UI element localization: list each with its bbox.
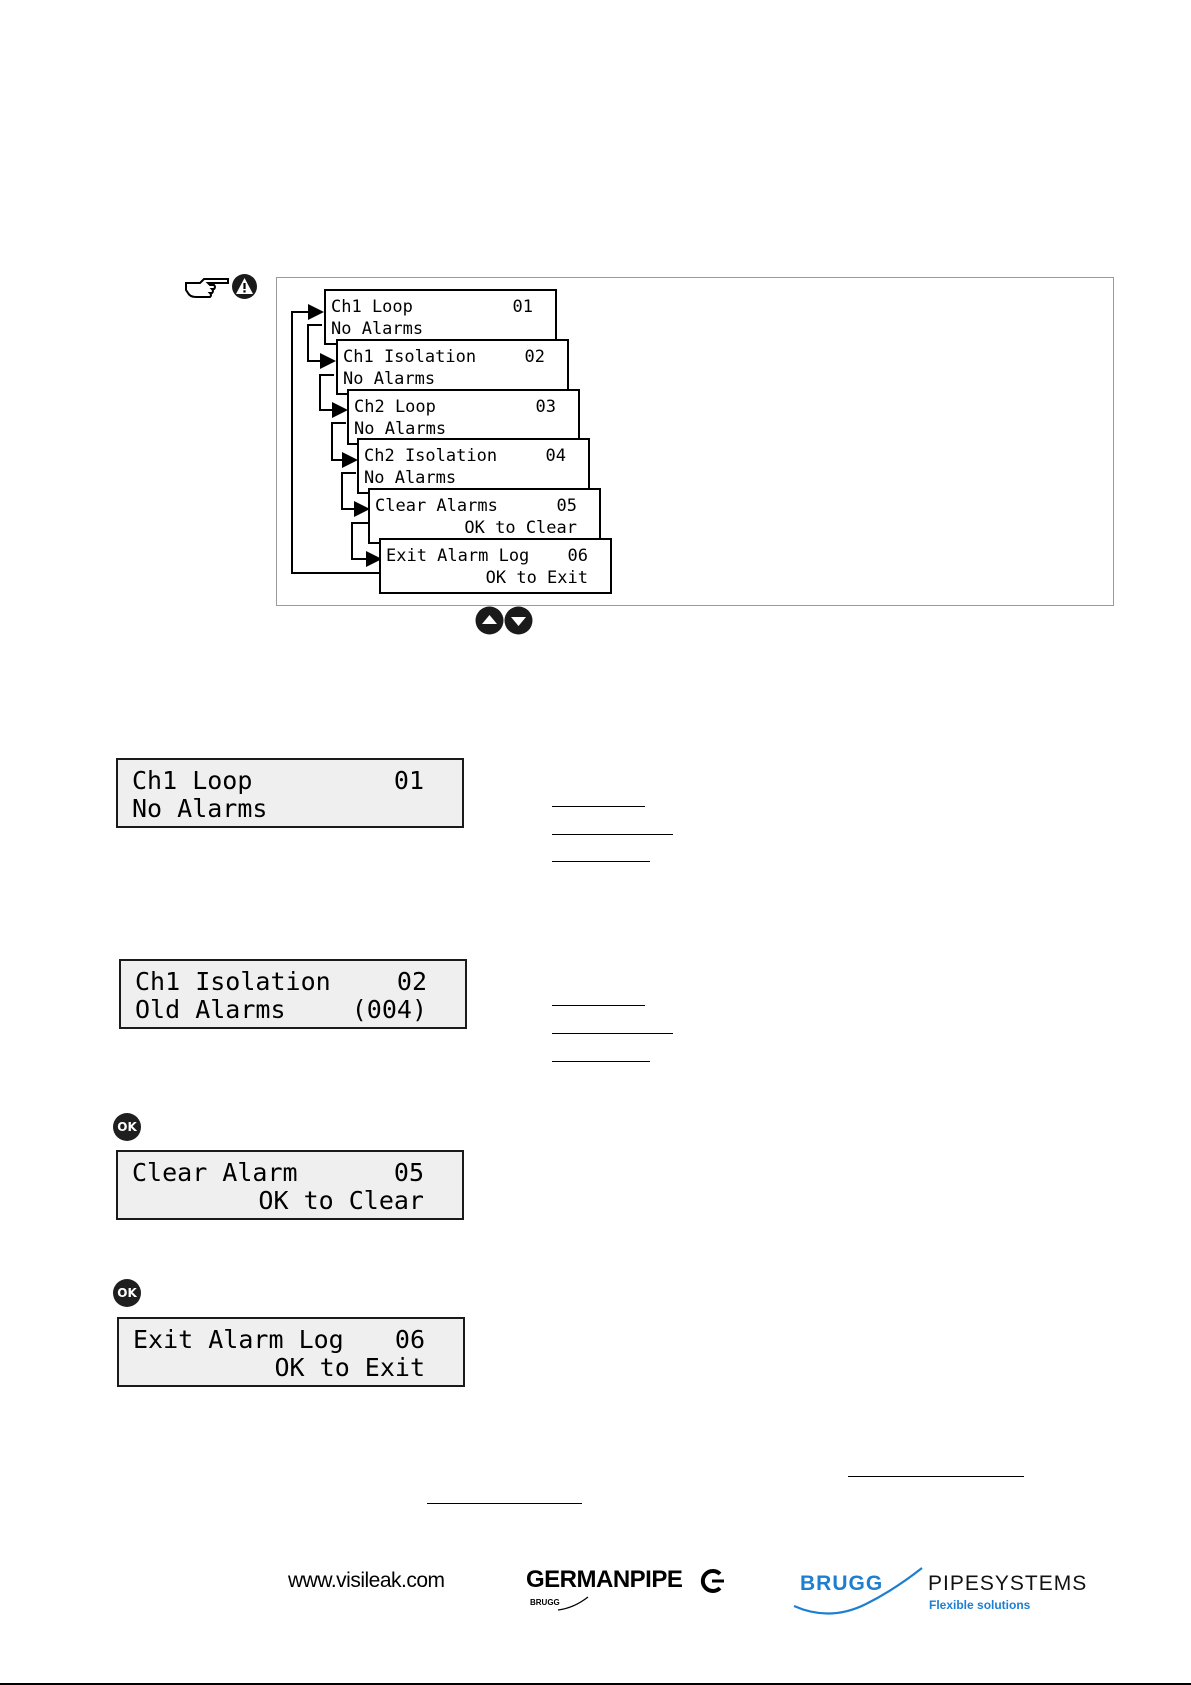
up-arrow-icon	[475, 606, 504, 635]
underline-blank	[552, 1005, 645, 1006]
card-title: Clear Alarms	[375, 496, 498, 516]
underline-blank	[552, 806, 645, 807]
card-number: 06	[567, 546, 588, 566]
underline-blank	[552, 1061, 650, 1062]
germanpipe-sub: BRUGG	[530, 1598, 560, 1607]
menu-card-clear-alarms: Clear Alarms 05 OK to Clear	[368, 488, 601, 544]
card-action: OK to Exit	[485, 568, 588, 588]
underline-blank	[552, 834, 673, 835]
underline-blank	[427, 1503, 582, 1504]
brugg-pipesystems-logo: BRUGG PIPESYSTEMS Flexible solutions	[790, 1566, 1110, 1618]
lcd-number: 06	[394, 1325, 425, 1354]
lcd-display-exit-alarm-log: Exit Alarm Log 06 OK to Exit	[117, 1317, 465, 1387]
menu-flow-diagram	[276, 277, 1114, 606]
card-status: No Alarms	[354, 419, 447, 439]
lcd-action: OK to Clear	[258, 1186, 424, 1215]
card-action: OK to Clear	[464, 518, 577, 538]
brugg-tagline: Flexible solutions	[929, 1598, 1031, 1612]
card-status: No Alarms	[343, 369, 436, 389]
underline-blank	[552, 1033, 673, 1034]
down-arrow-icon	[504, 606, 533, 635]
ok-button-icon: OK	[113, 1279, 141, 1307]
page-bottom-rule	[0, 1683, 1191, 1685]
website-url[interactable]: www.visileak.com	[288, 1569, 445, 1592]
pipesystems-wordmark: PIPESYSTEMS	[928, 1572, 1088, 1595]
card-title: Exit Alarm Log	[386, 546, 530, 566]
lcd-display-clear-alarm: Clear Alarm 05 OK to Clear	[116, 1150, 464, 1220]
lcd-title: Exit Alarm Log	[133, 1325, 344, 1354]
germanpipe-logo: GERMANPIPE BRUGG	[526, 1566, 731, 1616]
lcd-number: 02	[396, 967, 427, 996]
brugg-wordmark: BRUGG	[800, 1572, 884, 1595]
lcd-status: No Alarms	[132, 794, 268, 823]
lcd-number: 01	[393, 766, 424, 795]
card-number: 01	[512, 297, 533, 317]
germanpipe-wordmark: GERMANPIPE	[526, 1566, 683, 1593]
lcd-number: 05	[393, 1158, 424, 1187]
card-title: Ch2 Loop	[354, 397, 436, 417]
menu-card-exit-alarm-log: Exit Alarm Log 06 OK to Exit	[379, 538, 612, 594]
card-number: 02	[524, 347, 545, 367]
card-number: 04	[545, 446, 566, 466]
lcd-title: Ch1 Loop	[132, 766, 253, 795]
underline-blank	[552, 861, 650, 862]
card-number: 05	[556, 496, 577, 516]
menu-card-ch1-isolation: Ch1 Isolation 02 No Alarms	[336, 339, 569, 395]
card-title: Ch2 Isolation	[364, 446, 498, 466]
lcd-action: OK to Exit	[274, 1353, 425, 1382]
menu-card-ch2-isolation: Ch2 Isolation 04 No Alarms	[357, 438, 590, 494]
card-number: 03	[535, 397, 556, 417]
card-title: Ch1 Loop	[331, 297, 413, 317]
warning-icon	[231, 273, 258, 300]
diagram-arrows	[291, 304, 382, 574]
card-status: No Alarms	[331, 319, 424, 339]
ok-button-icon: OK	[113, 1113, 141, 1141]
lcd-status: Old Alarms	[135, 995, 286, 1024]
card-status: No Alarms	[364, 468, 457, 488]
card-title: Ch1 Isolation	[343, 347, 477, 367]
lcd-alarm-count: (004)	[351, 995, 427, 1024]
lcd-title: Clear Alarm	[132, 1158, 298, 1187]
menu-card-ch1-loop: Ch1 Loop 01 No Alarms	[324, 289, 557, 345]
lcd-title: Ch1 Isolation	[135, 967, 331, 996]
hand-pointer-icon	[184, 274, 230, 300]
menu-card-ch2-loop: Ch2 Loop 03 No Alarms	[347, 389, 580, 445]
underline-blank	[848, 1476, 1024, 1477]
lcd-display-ch1-loop: Ch1 Loop 01 No Alarms	[116, 758, 464, 828]
lcd-display-ch1-isolation: Ch1 Isolation 02 Old Alarms (004)	[119, 959, 467, 1029]
